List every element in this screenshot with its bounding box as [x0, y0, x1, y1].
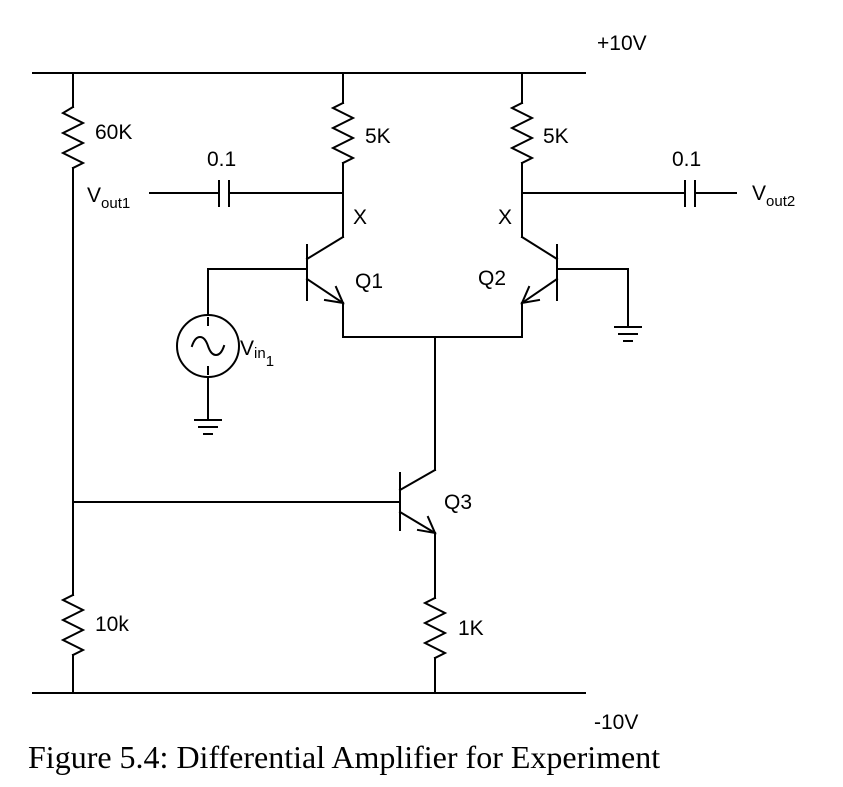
ground-symbol-vin	[194, 419, 222, 435]
resistor-60k	[60, 72, 86, 501]
resistor-1k	[422, 596, 448, 694]
resistor-10k-label: 10k	[95, 613, 129, 636]
resistor-5k-left	[330, 72, 356, 238]
node-x-right-label: X	[498, 206, 512, 229]
resistor-1k-label: 1K	[458, 617, 484, 640]
capacitor-right-label: 0.1	[672, 148, 701, 171]
resistor-10k	[60, 501, 86, 694]
vin-label: Vin1	[240, 337, 274, 370]
resistor-60k-label: 60K	[95, 121, 132, 144]
capacitor-left	[149, 180, 344, 207]
emitter-tie-wire	[342, 336, 523, 471]
positive-supply-label: +10V	[597, 32, 647, 55]
transistor-q2	[520, 235, 629, 338]
transistor-q3	[398, 468, 437, 599]
vout1-label: Vout1	[87, 184, 130, 212]
ground-symbol-q2	[614, 326, 642, 342]
figure-caption: Figure 5.4: Differential Amplifier for E…	[28, 739, 660, 775]
capacitor-left-label: 0.1	[207, 148, 236, 171]
ac-source-vin	[176, 268, 240, 421]
q3-label: Q3	[444, 491, 472, 514]
vout2-label: Vout2	[752, 182, 795, 210]
q2-label: Q2	[478, 267, 506, 290]
resistor-5k-right	[509, 72, 535, 238]
q1-label: Q1	[355, 270, 383, 293]
resistor-5k-left-label: 5K	[365, 125, 391, 148]
negative-supply-label: -10V	[594, 711, 638, 734]
node-x-left-label: X	[353, 206, 367, 229]
resistor-5k-right-label: 5K	[543, 125, 569, 148]
capacitor-right	[521, 180, 737, 207]
transistor-q1	[207, 235, 345, 338]
